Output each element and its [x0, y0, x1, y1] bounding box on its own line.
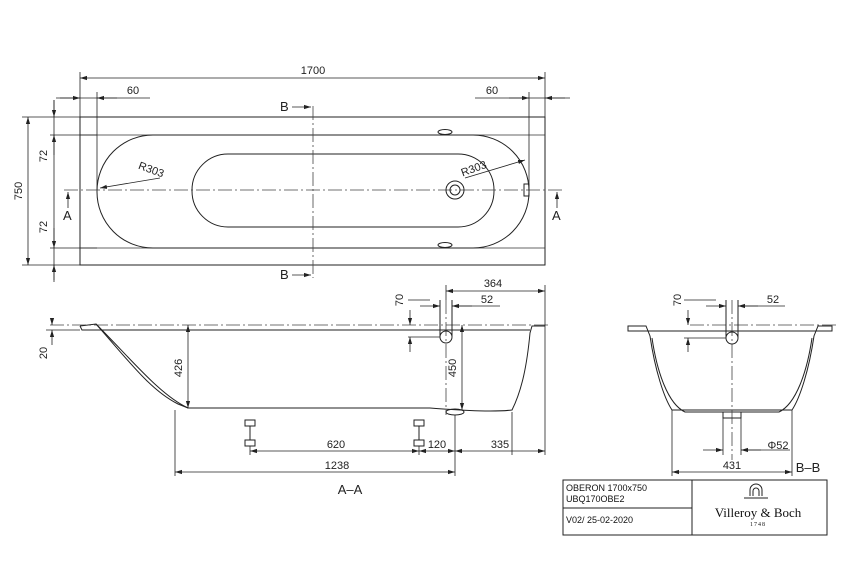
- drain-outer: [445, 180, 465, 200]
- section-a-label-left: A: [63, 208, 72, 223]
- brand-year: 1748: [750, 522, 766, 528]
- bath-cross-section: [627, 325, 833, 411]
- model-name: OBERON 1700x750: [566, 483, 647, 493]
- title-block: OBERON 1700x750 UBQ170OBE2 V02/ 25-02-20…: [562, 479, 828, 536]
- top-view: 1700 60 60 750 72 72 R303 R303 B: [13, 65, 570, 282]
- dim-right-rim: 60: [486, 85, 498, 97]
- version-date: V02/ 25-02-2020: [566, 515, 633, 525]
- section-a-view: 364 70 52 20 426 450 620 120: [38, 278, 548, 497]
- grip-mark-bottom: [437, 242, 453, 248]
- dim-drain-dia: Φ52: [767, 440, 788, 452]
- radius-right: R303: [460, 159, 489, 179]
- dim-overflow-dia-b: 52: [767, 294, 779, 306]
- dim-rim-top: 72: [38, 150, 50, 162]
- dim-rim-bottom: 72: [38, 221, 50, 233]
- dim-bottom-length: 1238: [325, 460, 349, 472]
- section-a-label-right: A: [552, 208, 561, 223]
- dim-inner-depth: 426: [173, 359, 185, 377]
- dim-foot-spacing: 620: [327, 439, 345, 451]
- section-b-view: 70 52 Φ52 431 B–B: [627, 294, 836, 476]
- bath-profile-rim: [79, 325, 530, 331]
- drain-outlet-b: [722, 412, 742, 419]
- section-a-title: A–A: [338, 482, 363, 497]
- bath-profile-outer: [79, 323, 545, 412]
- dim-overflow-dia: 52: [481, 294, 493, 306]
- section-b-label-bottom: B: [280, 267, 289, 282]
- dim-rim-height: 20: [38, 347, 50, 359]
- dim-overall-length: 1700: [301, 65, 325, 77]
- brand-name: Villeroy & Boch: [715, 505, 802, 520]
- drain-inner: [449, 184, 461, 196]
- dim-overall-depth: 450: [447, 359, 459, 377]
- dim-left-rim: 60: [127, 85, 139, 97]
- brand-logo-icon: [744, 483, 768, 499]
- section-b-label-top: B: [280, 99, 289, 114]
- dim-overflow-drop-b: 70: [672, 294, 684, 306]
- model-code: UBQ170OBE2: [566, 494, 625, 504]
- dim-bottom-width: 431: [723, 460, 741, 472]
- dim-overflow-offset: 364: [484, 278, 502, 290]
- foot-right: [413, 419, 425, 447]
- basin-floor: [191, 153, 495, 228]
- dim-drain-to-end: 335: [491, 439, 509, 451]
- grip-mark-top: [437, 129, 453, 135]
- bath-outline: [79, 116, 546, 266]
- bath-profile-inner: [95, 323, 189, 409]
- foot-left: [244, 419, 256, 447]
- radius-left: R303: [137, 160, 166, 180]
- section-b-title: B–B: [796, 460, 821, 475]
- dim-drain-offset: 120: [428, 439, 446, 451]
- dim-overflow-drop: 70: [394, 294, 406, 306]
- dim-overall-width: 750: [13, 182, 25, 200]
